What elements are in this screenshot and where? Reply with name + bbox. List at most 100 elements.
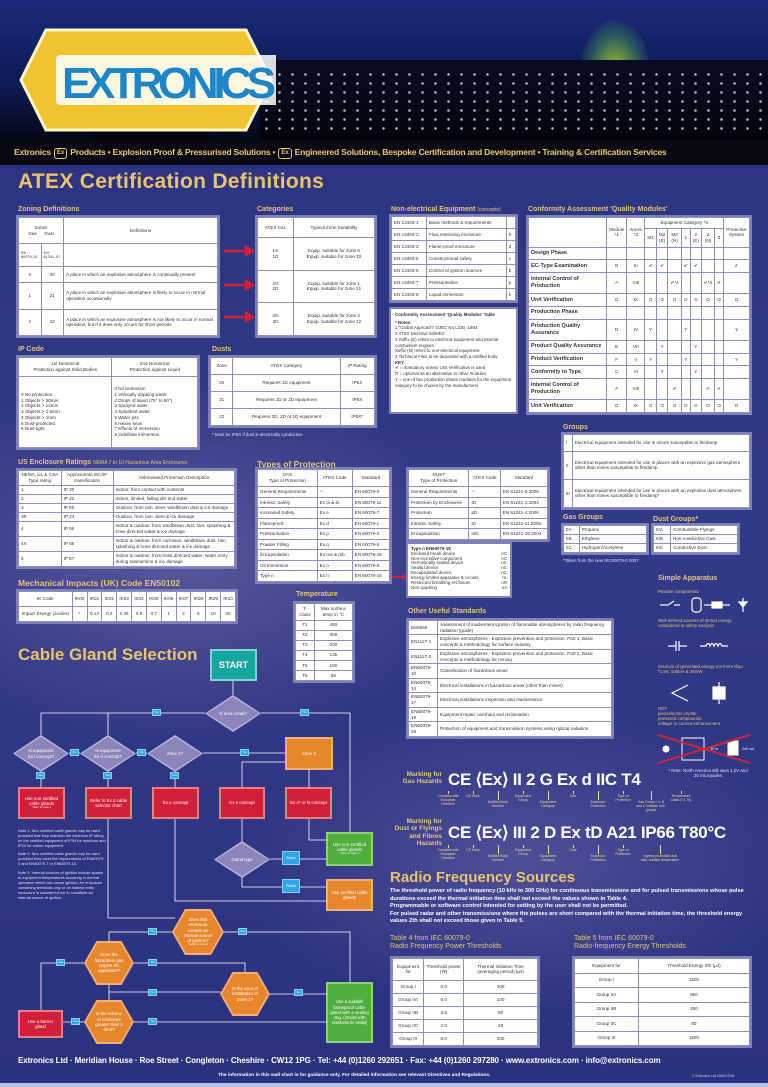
result-exe-1: Ex e concept	[152, 787, 199, 819]
table-cell: A place in which an explosive atmosphere…	[63, 282, 218, 310]
type-n-desc: Energy limited apparatus & circuits	[411, 574, 479, 580]
no-label: No	[148, 928, 157, 935]
table-cell: Protection	[407, 507, 470, 519]
footer-disclaimer: The information in this wall chart is fo…	[218, 1073, 491, 1078]
table-cell: Y	[644, 318, 657, 342]
header-banner-photo	[0, 0, 768, 165]
standard-cell: EN 60079-10	[18, 243, 42, 268]
table-cell: Non-conductive Dust	[670, 534, 738, 544]
table-cell	[689, 271, 702, 295]
result-text: Use non-certified cable glands	[332, 841, 367, 853]
table-cell: C	[605, 365, 628, 379]
pointer-arrow	[473, 791, 474, 794]
yes-label: Yes	[36, 772, 45, 779]
marking-label: Notified Body Number	[487, 854, 509, 862]
start-node: START	[210, 649, 257, 681]
table-cell: Indoor & outdoor, from windblown dust, r…	[112, 521, 236, 538]
arrow-icon	[392, 574, 407, 580]
note-line: Suffix (N) refers to non-electrical equi…	[395, 348, 480, 354]
ipcode-table: 1st Numerical Protection against Solid B…	[16, 355, 200, 450]
table-cell: EN 61241-0:2006	[499, 486, 549, 498]
table-cell: EN 13463-2	[391, 228, 427, 241]
table-cell: mD	[468, 528, 501, 540]
table-cell: Requires 3D, 2D or 1D equipment	[232, 408, 341, 426]
bottom-border	[0, 1083, 768, 1087]
pointer-arrow	[573, 845, 574, 848]
table-cell: Equip. suitable for zone 0 Equip. suitab…	[292, 236, 376, 271]
table-cell: Y	[723, 318, 750, 342]
table-cell: 300	[313, 629, 354, 641]
table4-title: Table 4 from IEC 60079-0 Radio Frequency…	[390, 935, 502, 951]
ex-icon: Ex	[278, 148, 292, 159]
table-cell: Unit Verification	[528, 293, 607, 307]
note-line: O = optional as an alternative to other …	[395, 371, 487, 377]
table-cell: VI	[626, 365, 646, 379]
table-cell: Y	[680, 318, 691, 342]
table-cell: Indoor & outdoor, from hose directed wat…	[112, 550, 236, 568]
other-standards-heading: Other Useful Standards	[408, 608, 487, 615]
table-cell: EN 60079-0	[351, 486, 391, 498]
table-cell: 250	[637, 1001, 751, 1017]
table-cell: 21	[40, 282, 65, 310]
table-cell: 100	[463, 992, 538, 1007]
table-cell: O	[689, 293, 702, 307]
pointer-arrow	[473, 845, 474, 848]
pointer-arrow	[681, 791, 682, 794]
table-cell: EN60079-19	[408, 706, 438, 723]
table-cell: EN60079-10	[408, 663, 438, 679]
table-cell: IK01	[86, 591, 103, 607]
table-cell: 6.0	[423, 992, 465, 1007]
table-cell: Ex e	[316, 507, 353, 519]
standard-cell: EN 61241-10	[40, 243, 65, 268]
table-cell: A	[605, 377, 628, 401]
table-cell: iD	[468, 517, 501, 530]
table-cell: Group III	[574, 1030, 639, 1046]
table-cell: 20	[463, 1018, 538, 1033]
marking-label: Equipment Group	[514, 794, 532, 802]
table-cell: Increased Safety	[257, 507, 318, 519]
table-cell: G	[605, 293, 628, 307]
table-cell: –	[316, 486, 353, 498]
table-cell: 21	[209, 391, 234, 409]
pointer-arrow	[523, 845, 524, 848]
yes-label: Yes	[103, 772, 112, 779]
table-cell: IK06	[160, 591, 177, 607]
nema-title: US Enclosure Ratings	[18, 459, 92, 466]
table-cell: VIII	[626, 377, 646, 401]
out-label: 24V out	[742, 747, 754, 751]
table-cell: 2.0	[423, 1018, 465, 1033]
marking-label: Type of Protection	[615, 794, 631, 802]
nonelec-subtitle: (concepts)	[477, 207, 501, 213]
category-col: 3	[714, 228, 724, 248]
table-cell: Y	[689, 365, 702, 379]
table-cell: GAS Type of Protection	[257, 468, 318, 488]
table-cell: O	[644, 293, 657, 307]
table-cell: Propane	[578, 525, 648, 535]
table-cell: IK03	[116, 591, 133, 607]
table-cell: IP5X*	[339, 408, 376, 426]
table-cell: Y	[655, 365, 669, 379]
table-cell: 1st Numerical Protection against Solid B…	[17, 357, 113, 377]
table-cell	[714, 305, 724, 320]
table-cell: Ex q	[316, 538, 353, 551]
note-line: ✔ = mandatory unless Unit Verification i…	[395, 365, 486, 371]
table-cell: Threshold power (W)	[423, 958, 465, 981]
table-cell	[689, 352, 702, 367]
table-cell: VIII	[626, 271, 646, 295]
note-2: Note 2: Non certified cable glands may b…	[18, 851, 105, 867]
